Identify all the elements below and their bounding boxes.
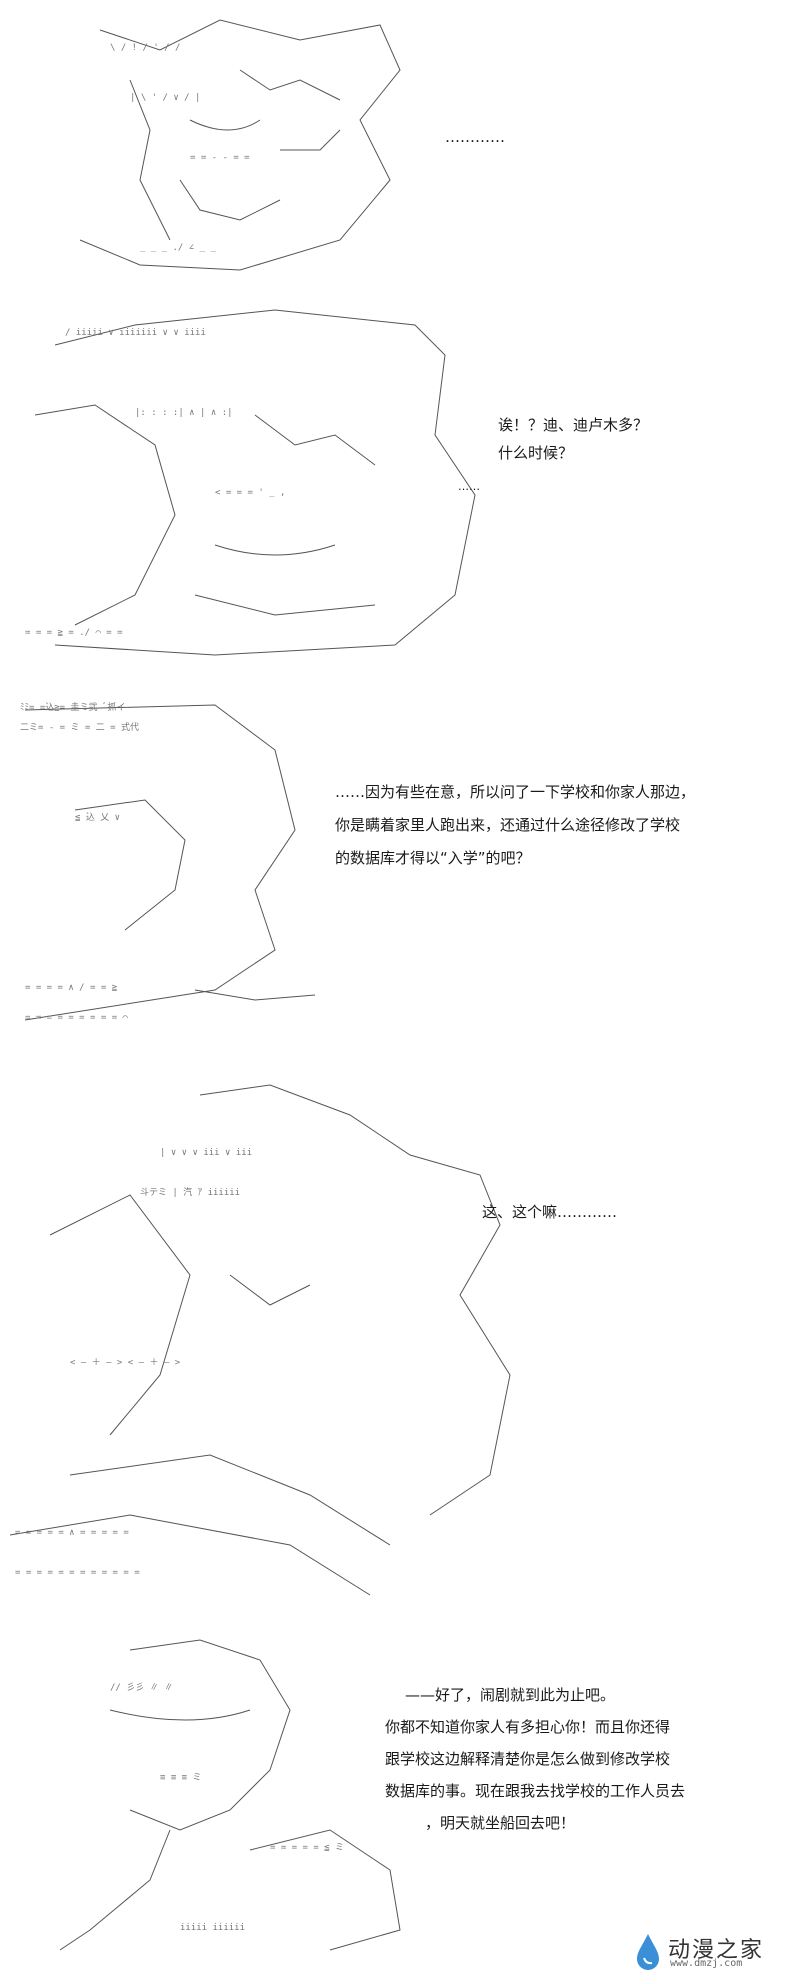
svg-text:= = = = = ≦ ミ: = = = = = ≦ ミ [270, 1843, 344, 1853]
ascii-art-drawing: ﾐﾐ= =込≧= 圭ミ弐 ﾞ抓イ 二ミ= - = ミ = 二 = 式代 ≦ 込 … [20, 701, 316, 1023]
panel-5: // 彡彡 ∥ ∥ ≡ ≡ ≡ ミ = = = = = ≦ ミ iiiii ii… [0, 1630, 800, 1984]
drop-logo-icon [637, 1934, 659, 1970]
watermark-url: www.dmzj.com [670, 1958, 743, 1969]
ascii-art-character-3: ﾐﾐ= =込≧= 圭ミ弐 ﾞ抓イ 二ミ= - = ミ = 二 = 式代 ≦ 込 … [15, 690, 335, 1050]
svg-text:// 彡彡 ∥ ∥: // 彡彡 ∥ ∥ [110, 1682, 173, 1693]
svg-text:≦ 込 乂 ∨: ≦ 込 乂 ∨ [75, 812, 120, 823]
panel-1: \ / ! / ' / / | \ ' / ∨ / | = = - - = = … [0, 0, 800, 290]
dialogue-line: 的数据库才得以“入学”的吧？ [335, 849, 531, 867]
svg-text:≡ ≡ ≡ ミ: ≡ ≡ ≡ ミ [160, 1773, 202, 1783]
svg-text:二ミ= - = ミ = 二 = 式代: 二ミ= - = ミ = 二 = 式代 [20, 721, 139, 733]
svg-text:| ∨ ∨ ∨ iii ∨ iii: | ∨ ∨ ∨ iii ∨ iii [160, 1148, 252, 1158]
watermark: 动漫之家 www.dmzj.com [634, 1930, 784, 1974]
svg-text:iiiii iiiiii: iiiii iiiiii [180, 1923, 245, 1933]
svg-text:= = = = = = = = = ⌒: = = = = = = = = = ⌒ [25, 1013, 129, 1023]
svg-text:= = - - = =: = = - - = = [190, 153, 250, 163]
dialogue-line: ——好了，闹剧就到此为止吧。 [405, 1686, 616, 1704]
svg-text:/ iiiii ∨ iiiiiii ∨ ∨ iiii: / iiiii ∨ iiiiiii ∨ ∨ iiii [65, 328, 206, 338]
svg-text:_ _ _ ./ ∠ _ _: _ _ _ ./ ∠ _ _ [140, 243, 216, 253]
dialogue-line: 诶！？迪、迪卢木多？ [498, 416, 649, 434]
svg-text:斗テミ | 汽 ｱ iiiiii: 斗テミ | 汽 ｱ iiiiii [140, 1186, 240, 1198]
svg-text:| \ ' / ∨ / |: | \ ' / ∨ / | [130, 93, 200, 103]
svg-text:|: : : :| ∧ | ∧ :|: |: : : :| ∧ | ∧ :| [135, 408, 233, 418]
watermark-brand: 动漫之家 [668, 1938, 765, 1963]
svg-text:< — ＋ — > < — ＋ — >: < — ＋ — > < — ＋ — > [70, 1357, 181, 1368]
panel-3: ﾐﾐ= =込≧= 圭ミ弐 ﾞ抓イ 二ミ= - = ミ = 二 = 式代 ≦ 込 … [0, 690, 800, 1060]
sfx-text: …… [458, 480, 480, 493]
panel-2: / iiiii ∨ iiiiiii ∨ ∨ iiii |: : : :| ∧ |… [0, 290, 800, 670]
ascii-art-drawing: // 彡彡 ∥ ∥ ≡ ≡ ≡ ミ = = = = = ≦ ミ iiiii ii… [59, 1639, 401, 1951]
svg-text:< = = = ' _ ,: < = = = ' _ , [215, 488, 285, 498]
ascii-art-character-4: | ∨ ∨ ∨ iii ∨ iii 斗テミ | 汽 ｱ iiiiii < — ＋… [10, 1075, 530, 1605]
svg-text:ﾐﾐ= =込≧= 圭ミ弐 ﾞ抓イ: ﾐﾐ= =込≧= 圭ミ弐 ﾞ抓イ [20, 701, 125, 713]
svg-text:= = = = = = = = = = = =: = = = = = = = = = = = = [15, 1568, 140, 1578]
dialogue-line: 数据库的事。现在跟我去找学校的工作人员去 [385, 1782, 686, 1800]
dialogue-line: 什么时候？ [498, 444, 574, 462]
dialogue-text: ………… [445, 128, 505, 146]
svg-text:\ / ! / ' / /: \ / ! / ' / / [110, 43, 180, 53]
dialogue-line: ，明天就坐船回去吧！ [425, 1814, 576, 1832]
dialogue-line: 跟学校这边解释清楚你是怎么做到修改学校 [385, 1750, 671, 1768]
svg-text:= = = ≧ = ./ ⌒ = =: = = = ≧ = ./ ⌒ = = [25, 628, 123, 638]
dialogue-line: 你是瞒着家里人跑出来，还通过什么途径修改了学校 [335, 816, 681, 834]
ascii-art-character-2: / iiiii ∨ iiiiiii ∨ ∨ iiii |: : : :| ∧ |… [15, 295, 545, 660]
panel-4: | ∨ ∨ ∨ iii ∨ iii 斗テミ | 汽 ｱ iiiiii < — ＋… [0, 1075, 800, 1615]
dialogue-line: 你都不知道你家人有多担心你！而且你还得 [385, 1718, 671, 1736]
ascii-art-drawing: / iiiii ∨ iiiiiii ∨ ∨ iiii |: : : :| ∧ |… [25, 309, 476, 656]
svg-text:= = = = ∧ / = = ≧: = = = = ∧ / = = ≧ [25, 983, 118, 993]
ascii-art-character-5: // 彡彡 ∥ ∥ ≡ ≡ ≡ ミ = = = = = ≦ ミ iiiii ii… [30, 1630, 410, 1960]
ascii-art-character-1: \ / ! / ' / / | \ ' / ∨ / | = = - - = = … [40, 10, 420, 285]
dialogue-line: ……因为有些在意，所以问了一下学校和你家人那边， [335, 783, 696, 801]
dialogue-line: 这、这个嘛………… [482, 1203, 618, 1221]
ascii-art-drawing: | ∨ ∨ ∨ iii ∨ iii 斗テミ | 汽 ｱ iiiiii < — ＋… [10, 1084, 511, 1596]
svg-text:= = = = = ∧ = = = = =: = = = = = ∧ = = = = = [15, 1528, 129, 1538]
ascii-art-drawing: \ / ! / ' / / | \ ' / ∨ / | = = - - = = … [79, 19, 401, 271]
